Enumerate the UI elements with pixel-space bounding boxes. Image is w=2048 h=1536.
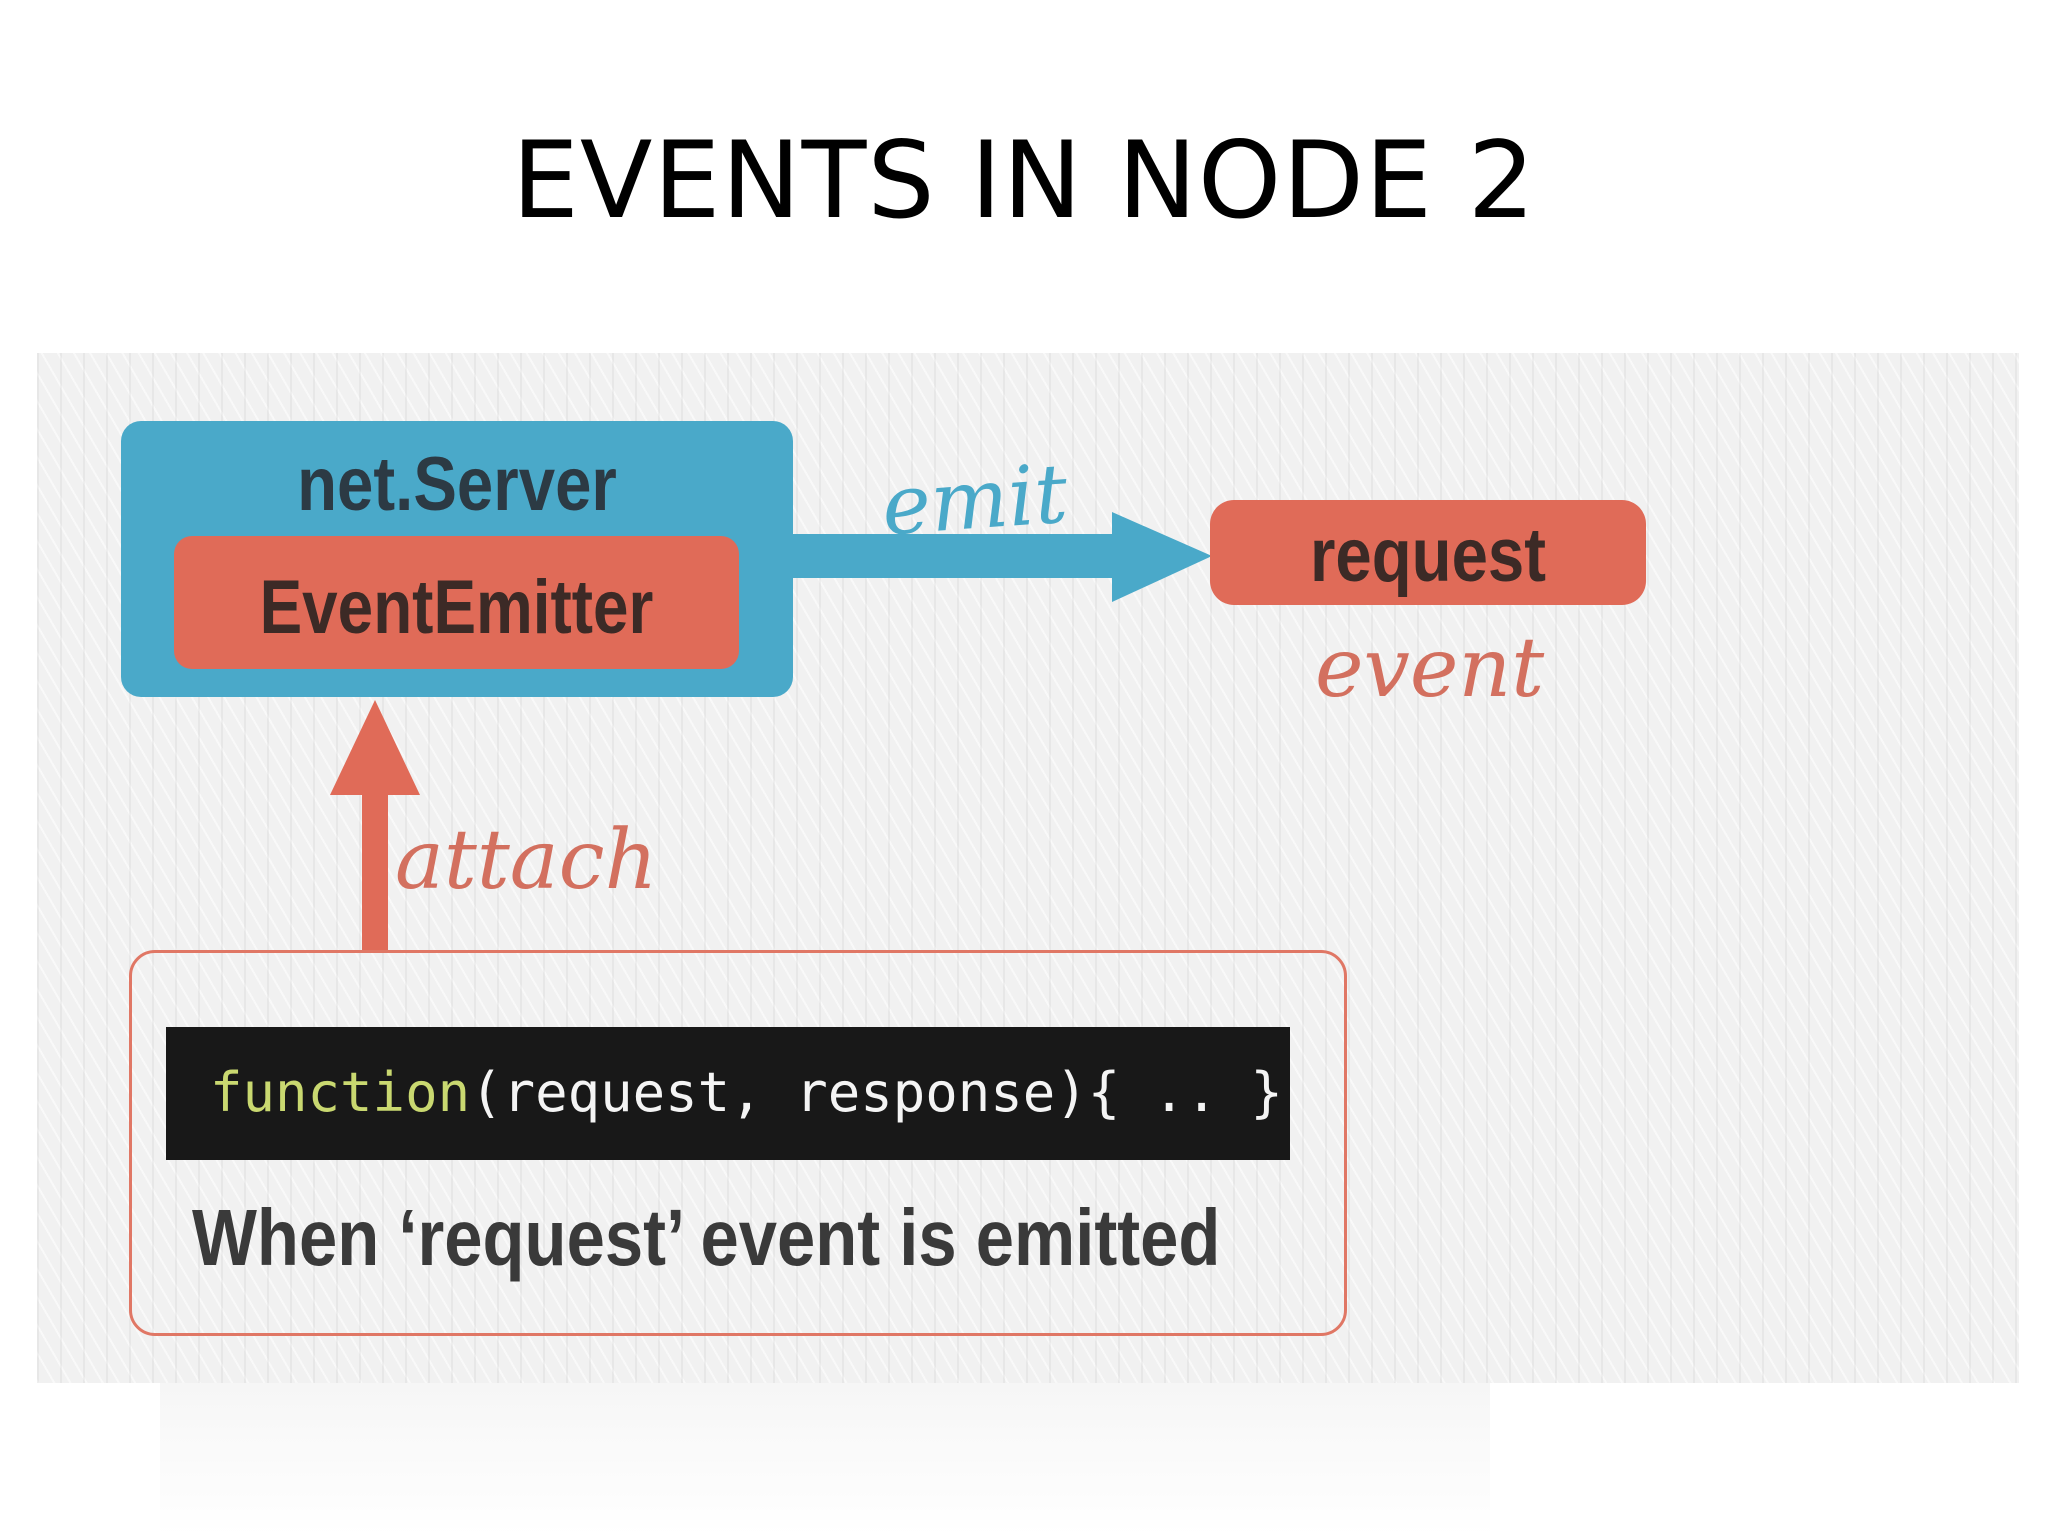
request-label: request: [1309, 513, 1547, 598]
emit-arrow: [792, 512, 1212, 602]
code-keyword: function: [210, 1061, 471, 1124]
attach-label: attach: [395, 813, 658, 908]
code-arguments: (request, response){ .. }: [470, 1061, 1283, 1124]
request-event-node: request: [1210, 500, 1646, 605]
event-emitter-node: EventEmitter: [174, 536, 739, 669]
event-emitter-label: EventEmitter: [259, 565, 654, 650]
net-server-node: net.Server EventEmitter: [121, 421, 793, 697]
code-snippet: function(request, response){ .. }: [166, 1027, 1290, 1160]
code-text: function(request, response){ .. }: [210, 1063, 1283, 1122]
net-server-label: net.Server: [297, 442, 617, 527]
event-label: event: [1315, 621, 1545, 716]
handler-container: [129, 950, 1347, 1336]
handler-caption: When ‘request’ event is emitted: [192, 1193, 1221, 1282]
slide-title: EVENTS IN NODE 2: [511, 119, 1537, 242]
panel-shadow: [160, 1383, 1490, 1536]
attach-arrow: [330, 700, 420, 952]
emit-label: emit: [878, 446, 1071, 555]
